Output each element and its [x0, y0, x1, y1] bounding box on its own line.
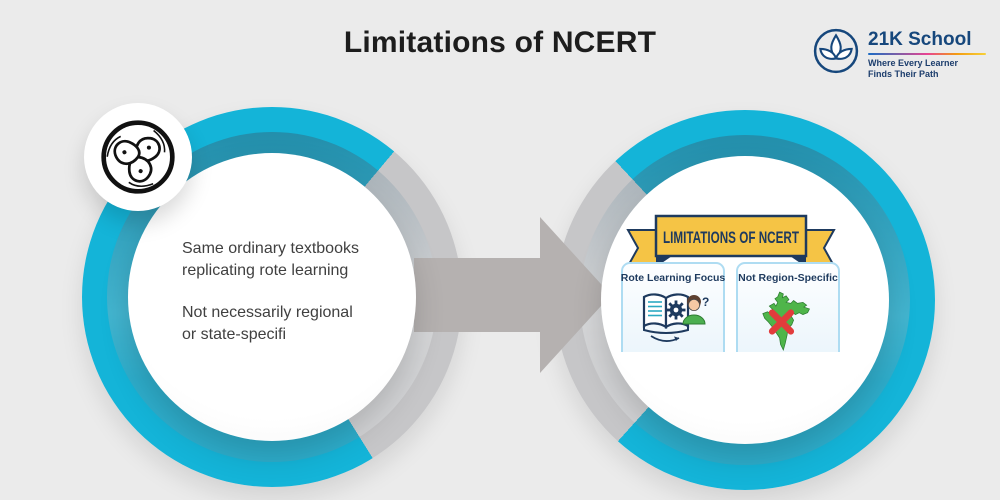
- card-title: Rote Learning Focus: [621, 272, 726, 284]
- brand-name: 21K School: [868, 29, 972, 50]
- cards-clip-region: Rote Learning Focus: [621, 262, 847, 352]
- triskelion-swirl-icon: [101, 120, 175, 194]
- brand-text-block: 21K School Where Every Learner Finds The…: [868, 28, 986, 80]
- svg-text:?: ?: [702, 295, 709, 309]
- copy-line: or state-specifi: [182, 326, 287, 343]
- lotus-logo-icon: [813, 28, 859, 74]
- page-title: Limitations of NCERT: [343, 26, 657, 59]
- banner-title: LIMITATIONS OF NCERT: [663, 228, 799, 247]
- book-gear-learner-icon: ?: [642, 293, 709, 342]
- brand-tagline-line1: Where Every Learner: [868, 57, 959, 68]
- left-circle-copy: Same ordinary textbooks replicating rote…: [182, 238, 397, 366]
- copy-line: Not necessarily regional: [182, 304, 353, 321]
- brand-logo: 21K School Where Every Learner Finds The…: [813, 28, 986, 80]
- copy-line: Same ordinary textbooks: [182, 240, 359, 257]
- left-circle-face: [128, 153, 416, 441]
- ribbon-banner: LIMITATIONS OF NCERT: [626, 214, 836, 267]
- ncert-mini-infographic: LIMITATIONS OF NCERT Rote Learning Focus: [601, 156, 889, 444]
- copy-paragraph-1: Same ordinary textbooks replicating rote…: [182, 238, 397, 282]
- copy-line: replicating rote learning: [182, 262, 349, 279]
- brand-tagline-line2: Finds Their Path: [868, 69, 939, 80]
- card-rote-learning: Rote Learning Focus: [621, 262, 725, 352]
- card-title: Not Region-Specific: [738, 272, 838, 284]
- copy-paragraph-2: Not necessarily regional or state-specif…: [182, 302, 397, 346]
- right-arrow-connector: [414, 217, 611, 373]
- swirl-badge: [84, 103, 192, 211]
- card-not-region-specific: Not Region-Specific: [736, 262, 840, 352]
- india-map-crossed-out-icon: [762, 291, 810, 352]
- brand-gradient-rule: [868, 52, 986, 55]
